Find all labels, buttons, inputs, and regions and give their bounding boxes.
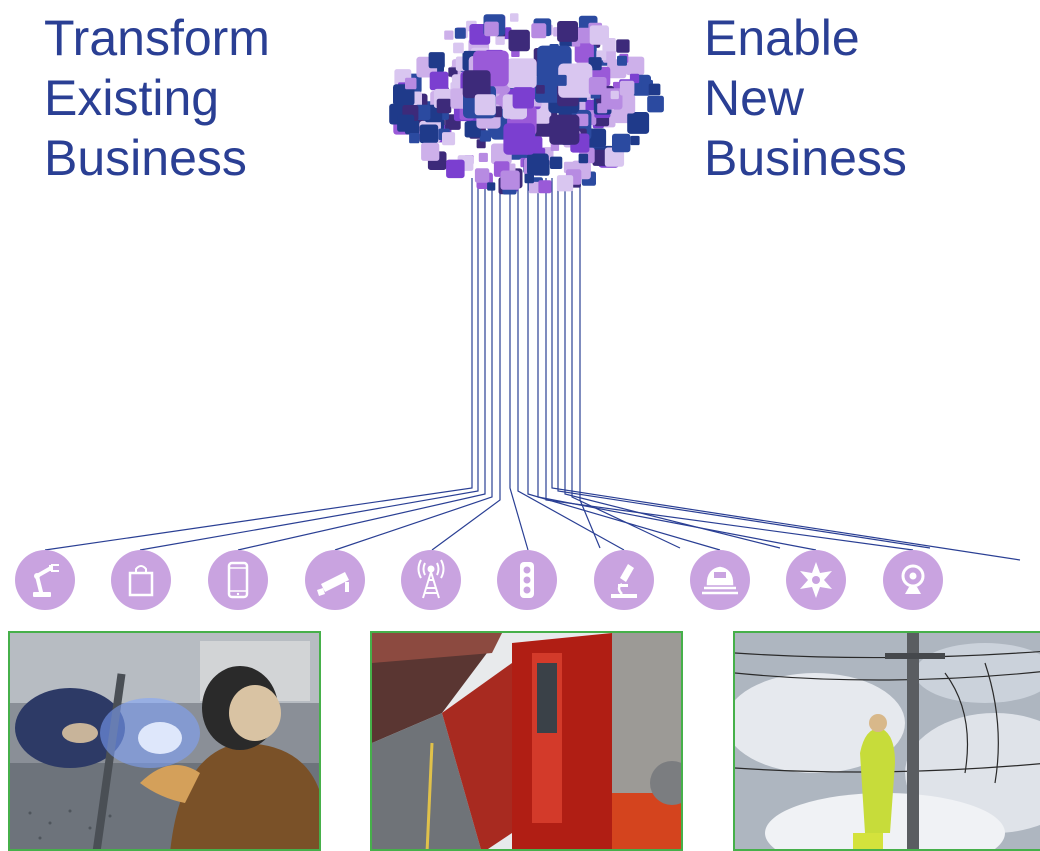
cloud-tile — [610, 90, 619, 100]
sheriff-star-icon — [786, 550, 846, 610]
cloud-tile — [549, 156, 563, 169]
cloud-tile — [446, 159, 465, 179]
cloud-tile — [462, 70, 491, 99]
cloud-tile — [393, 84, 415, 106]
cloud-tile — [538, 180, 552, 194]
cloud-tile — [429, 71, 449, 91]
right-heading-line3: Business — [704, 130, 907, 186]
cloud-tile — [627, 112, 650, 134]
cloud-tile — [495, 35, 505, 45]
cloud-tile — [617, 55, 627, 66]
cloud-tile — [549, 114, 580, 145]
cloud-tile — [527, 153, 549, 176]
cloud-tile — [619, 80, 635, 96]
connector-line — [139, 178, 479, 551]
connector-line — [579, 178, 601, 549]
cloud-tile — [592, 149, 609, 166]
cloud-tile — [421, 142, 440, 161]
left-heading-line3: Business — [44, 130, 247, 186]
connector-lines — [44, 178, 1021, 561]
radio-tower-icon — [401, 550, 461, 610]
smartphone-icon — [208, 550, 268, 610]
cloud-tile — [405, 77, 417, 90]
cloud-tile — [556, 175, 574, 192]
connector-line — [527, 178, 721, 551]
cloud-tile — [589, 25, 609, 45]
data-cloud-graphic — [389, 13, 664, 195]
connector-line — [557, 178, 931, 549]
cloud-tile — [409, 133, 420, 144]
cloud-tile — [578, 153, 589, 164]
cloud-tile — [474, 94, 496, 116]
cloud-tile — [597, 103, 608, 114]
transform-existing-business-heading: Transform Existing Business — [44, 8, 270, 188]
cloud-tile — [453, 42, 464, 54]
cloud-tile — [648, 83, 661, 96]
cloud-tile — [507, 58, 537, 89]
welder-photo — [8, 631, 321, 851]
robot-arm-icon — [15, 550, 75, 610]
cloud-tile — [555, 74, 567, 86]
cloud-tile — [512, 87, 534, 109]
cloud-tile — [558, 63, 593, 98]
train-platform-photo — [370, 631, 683, 851]
cloud-tile — [419, 124, 439, 144]
webcam-icon — [883, 550, 943, 610]
cloud-tile — [528, 181, 541, 194]
cloud-tile — [510, 13, 519, 22]
cloud-tile — [428, 52, 445, 69]
connector-line — [237, 178, 486, 551]
connector-line — [431, 178, 501, 551]
cloud-tile — [612, 133, 631, 153]
connector-line — [334, 178, 493, 551]
power-line-worker-photo — [733, 631, 1040, 851]
connector-line — [545, 178, 914, 551]
cloud-tile — [524, 173, 534, 184]
connector-line — [517, 178, 625, 551]
cloud-tile — [487, 182, 496, 191]
cloud-tile — [444, 30, 454, 40]
cloud-tile — [557, 21, 578, 42]
right-heading-line2: New — [704, 70, 805, 126]
cloud-tile — [415, 104, 431, 120]
cloud-tile — [531, 23, 547, 39]
connector-line — [571, 178, 681, 549]
train-icon — [690, 550, 750, 610]
connector-line — [564, 178, 781, 549]
cloud-tile — [484, 21, 499, 37]
cloud-tile — [630, 135, 640, 146]
left-heading-line1: Transform — [44, 10, 270, 66]
connector-line — [509, 178, 529, 551]
connector-line — [537, 178, 817, 551]
cloud-tile — [479, 130, 492, 142]
security-camera-icon — [305, 550, 365, 610]
cloud-tile — [442, 132, 456, 146]
cloud-tile — [536, 85, 545, 94]
cloud-tile — [454, 27, 466, 39]
traffic-light-icon — [497, 550, 557, 610]
cloud-tile — [436, 98, 452, 114]
cloud-tile — [604, 147, 625, 167]
cloud-tile — [478, 152, 488, 162]
microscope-icon — [594, 550, 654, 610]
cloud-tile — [629, 73, 640, 84]
cloud-tile — [616, 39, 630, 53]
left-heading-line2: Existing — [44, 70, 220, 126]
cloud-tile — [625, 56, 645, 76]
cloud-tile — [508, 29, 530, 52]
cloud-tile — [503, 123, 535, 155]
cloud-tile — [647, 95, 664, 113]
enable-new-business-heading: Enable New Business — [704, 8, 907, 188]
cloud-tile — [397, 114, 415, 132]
cloud-tile — [588, 77, 607, 95]
cloud-tile — [500, 170, 520, 190]
connector-line — [551, 178, 1021, 561]
cloud-tile — [535, 76, 562, 103]
connector-line — [44, 178, 473, 551]
right-heading-line1: Enable — [704, 10, 860, 66]
shopping-bag-icon — [111, 550, 171, 610]
cloud-tile — [474, 168, 490, 183]
cloud-tile — [587, 128, 607, 148]
